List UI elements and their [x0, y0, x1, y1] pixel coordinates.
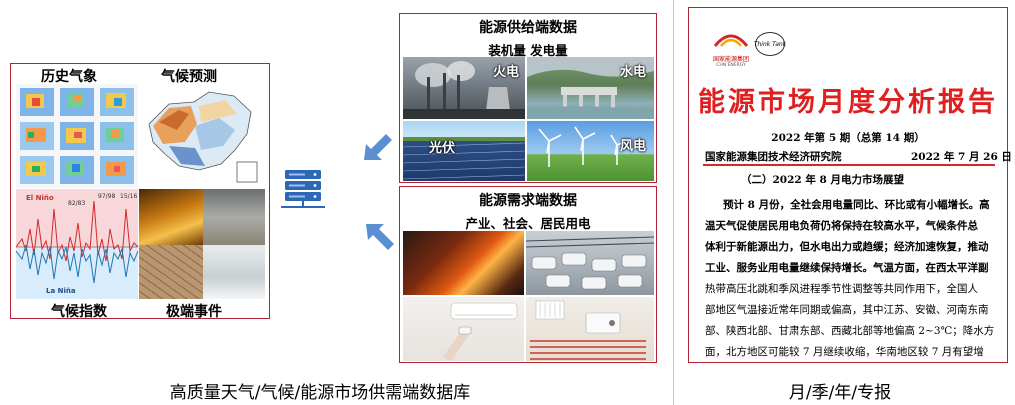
- tag-97-98: 97/98: [98, 193, 115, 200]
- chn-energy-logo-text: 国家能源集团: [712, 56, 749, 63]
- report-body-line-2: 温天气促使居民用电负荷仍将保持在较高水平，气候条件总: [705, 220, 978, 232]
- flood-photo: [203, 189, 265, 245]
- historical-weather-label: 历史气象: [41, 69, 97, 85]
- report-title: 能源市场月度分析报告: [698, 87, 998, 118]
- arrow-from-supply-icon: [360, 132, 394, 162]
- report-body-line-4: 工业、服务业用电量继续保持增长。气温方面，在西太平洋副: [705, 262, 989, 274]
- report-body-line-6: 部地区气温接近常年同期或偏高，其中江苏、安徽、河南东南: [705, 304, 989, 316]
- report-date: 2022 年 7 月 26 日: [911, 151, 1012, 163]
- tag-82-83: 82/83: [68, 200, 85, 207]
- report-document-panel: 国家能源集团 CHN ENERGY Think Tank 能源市场月度分析报告 …: [688, 7, 1012, 363]
- climate-forecast-map: [139, 84, 265, 188]
- think-tank-logo-text: Think Tank: [753, 40, 787, 48]
- supply-subtitle: 装机量 发电量: [488, 43, 568, 58]
- extreme-events-label: 极端事件: [166, 304, 222, 320]
- thermal-power-photo: 火电: [403, 57, 525, 119]
- chn-energy-logo-sub: CHN ENERGY: [716, 63, 746, 68]
- mini-map-grid: [20, 88, 134, 184]
- supply-title: 能源供给端数据: [479, 20, 577, 36]
- air-conditioner-photo: [403, 297, 524, 361]
- snow-photo: [203, 245, 265, 299]
- wind-power-photo: 风电: [527, 121, 654, 181]
- server-database-icon: [275, 168, 331, 210]
- demand-subtitle: 产业、社会、居民用电: [465, 216, 591, 231]
- hydro-power-photo: 水电: [527, 57, 654, 119]
- el-nino-tag: El Niño: [26, 194, 54, 202]
- arrow-from-demand-icon: [362, 222, 396, 252]
- chn-energy-logo: 国家能源集团 CHN ENERGY: [711, 28, 751, 68]
- wind-power-label: 风电: [619, 139, 646, 154]
- reports-caption: 月/季/年/专报: [788, 383, 892, 403]
- report-institute: 国家能源集团技术经济研究院: [705, 151, 842, 163]
- thermal-power-label: 火电: [492, 65, 519, 80]
- extreme-events-photos: [139, 189, 265, 299]
- hydro-power-label: 水电: [619, 65, 646, 80]
- demand-title: 能源需求端数据: [479, 193, 577, 209]
- report-body-line-3: 体利于新能源出力，但水电出力或趋缓；经济加速恢复，推动: [705, 241, 989, 253]
- steel-industry-photo: [403, 231, 524, 295]
- climate-index-label: 气候指数: [51, 304, 107, 320]
- drought-photo: [139, 245, 203, 299]
- report-issue: 2022 年第 5 期（总第 14 期）: [771, 132, 925, 144]
- climate-data-panel: 历史气象 气候预测: [10, 63, 270, 320]
- historical-weather-maps: [16, 84, 138, 188]
- supply-data-panel: 能源供给端数据 装机量 发电量 火电 水电 光伏: [399, 13, 657, 183]
- climate-forecast-label: 气候预测: [161, 69, 217, 85]
- think-tank-logo: Think Tank: [753, 32, 787, 56]
- la-nina-tag: La Niña: [46, 287, 76, 295]
- climate-index-chart: El Niño 82/83 97/98 15/16 La Niña: [15, 189, 139, 299]
- solar-power-label: 光伏: [429, 141, 456, 156]
- tag-15-16: 15/16: [120, 193, 137, 200]
- report-header-rule: [703, 164, 995, 166]
- report-section-heading: （二）2022 年 8 月电力市场展望: [741, 174, 904, 186]
- demand-data-panel: 能源需求端数据 产业、社会、居民用电: [399, 186, 657, 363]
- floor-heating-photo: [526, 297, 654, 361]
- report-body-line-1: 预计 8 月份，全社会用电量同比、环比或有小幅增长。高: [723, 199, 990, 211]
- report-body-line-7: 部、陕西北部、甘肃东部、西藏北部等地偏高 2~3℃；降水方: [705, 325, 995, 337]
- database-caption: 高质量天气/气候/能源市场供需端数据库: [169, 383, 471, 403]
- report-body-line-8: 面，北方地区可能较 7 月继续收缩，华南地区较 7 月有望增: [705, 346, 984, 358]
- heat-photo: [139, 189, 203, 245]
- automotive-factory-photo: [525, 231, 655, 295]
- solar-power-photo: 光伏: [402, 121, 526, 181]
- report-body-line-5: 热带高压北跳和季风进程季节性调整等共同作用下，全国人: [705, 283, 978, 295]
- vertical-divider: [673, 0, 674, 405]
